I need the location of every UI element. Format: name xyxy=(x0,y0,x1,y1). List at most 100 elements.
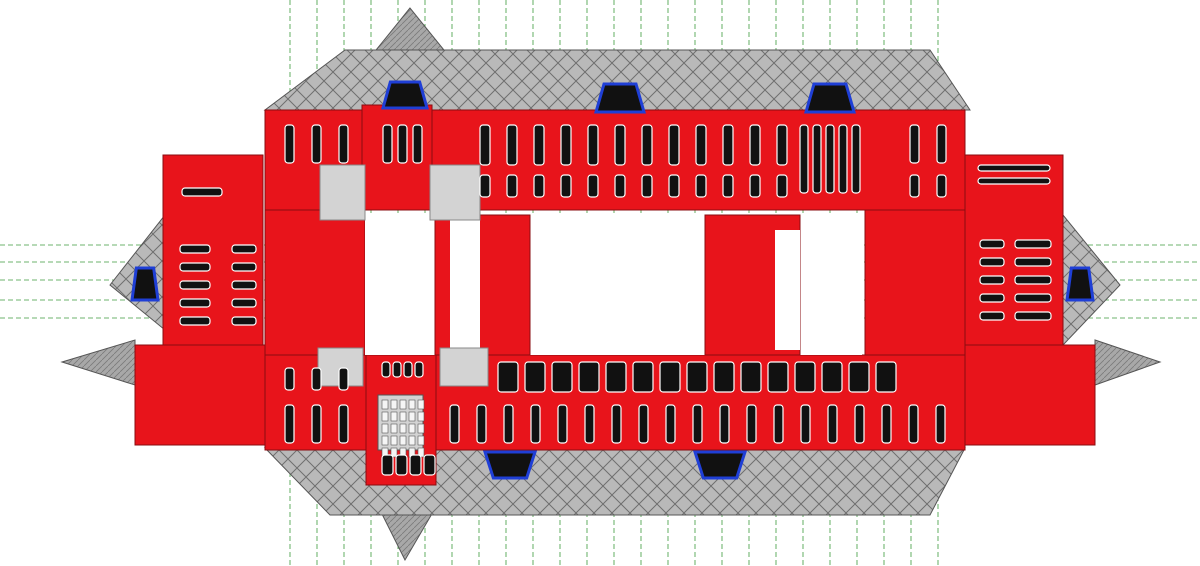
arched-window-icon xyxy=(231,316,257,326)
arched-window-icon xyxy=(392,361,402,378)
arched-window-icon xyxy=(825,124,835,194)
arched-window-icon xyxy=(875,361,897,393)
door-glazing xyxy=(417,411,425,422)
arched-window-icon xyxy=(605,361,627,393)
arched-window-icon xyxy=(479,124,491,166)
arched-window-icon xyxy=(395,454,408,476)
arched-window-icon xyxy=(614,174,626,198)
arched-window-icon xyxy=(587,124,599,166)
arched-window-icon xyxy=(284,367,295,391)
arched-window-icon xyxy=(338,124,349,164)
wing-right xyxy=(964,154,1064,356)
arched-window-icon xyxy=(668,124,680,166)
arched-window-icon xyxy=(397,124,408,164)
wing-left-lower xyxy=(134,344,266,446)
door-glazing xyxy=(390,423,398,434)
arched-window-icon xyxy=(231,244,257,254)
arched-window-icon xyxy=(776,174,788,198)
door-glazing xyxy=(390,447,398,458)
arched-window-icon xyxy=(338,367,349,391)
roof-top xyxy=(263,49,971,111)
panel-grey xyxy=(319,164,366,221)
arched-window-icon xyxy=(979,293,1005,303)
arched-window-icon xyxy=(746,404,757,444)
arched-window-icon xyxy=(506,174,518,198)
arched-window-icon xyxy=(614,124,626,166)
arched-window-icon xyxy=(851,124,861,194)
arched-window-icon xyxy=(533,124,545,166)
arched-window-icon xyxy=(414,361,424,378)
arched-window-icon xyxy=(935,404,946,444)
arched-window-icon xyxy=(908,404,919,444)
arched-window-icon xyxy=(821,361,843,393)
arched-window-icon xyxy=(578,361,600,393)
arched-window-icon xyxy=(794,361,816,393)
courtyard-gap-b xyxy=(775,230,800,350)
panel-grey xyxy=(439,347,489,387)
door-glazing xyxy=(399,435,407,446)
dormer-window-icon xyxy=(381,80,429,110)
arched-window-icon xyxy=(503,404,514,444)
door-glazing xyxy=(417,399,425,410)
arched-window-icon xyxy=(749,124,761,166)
arched-window-icon xyxy=(506,124,518,166)
wing-right-lower xyxy=(964,344,1096,446)
arched-window-icon xyxy=(382,124,393,164)
arched-window-icon xyxy=(423,454,436,476)
arched-window-icon xyxy=(638,404,649,444)
courtyard-2 xyxy=(530,215,705,355)
door-glazing xyxy=(408,411,416,422)
facade-left-column xyxy=(264,209,366,356)
arched-window-icon xyxy=(722,174,734,198)
arched-window-icon xyxy=(695,124,707,166)
door-glazing xyxy=(381,399,389,410)
arched-window-icon xyxy=(533,174,545,198)
arched-window-icon xyxy=(773,404,784,444)
arched-window-icon xyxy=(641,124,653,166)
arched-window-icon xyxy=(476,404,487,444)
arched-window-icon xyxy=(692,404,703,444)
arched-window-icon xyxy=(749,174,761,198)
arched-window-icon xyxy=(179,244,211,254)
arched-window-icon xyxy=(1014,311,1052,321)
arched-window-icon xyxy=(179,298,211,308)
panel-grey xyxy=(429,164,481,221)
arched-window-icon xyxy=(231,262,257,272)
arched-window-icon xyxy=(381,361,391,378)
door-glazing xyxy=(381,435,389,446)
arched-window-icon xyxy=(838,124,848,194)
courtyard-3 xyxy=(800,215,862,355)
arched-window-icon xyxy=(881,404,892,444)
arched-window-icon xyxy=(1014,293,1052,303)
dormer-window-icon xyxy=(1065,266,1095,302)
windows xyxy=(179,124,1052,476)
arched-window-icon xyxy=(231,298,257,308)
door-glazing xyxy=(399,423,407,434)
arched-window-icon xyxy=(713,361,735,393)
door-glazing xyxy=(399,411,407,422)
arched-window-icon xyxy=(524,361,546,393)
arched-window-icon xyxy=(338,404,349,444)
arched-window-icon xyxy=(767,361,789,393)
facade-right-column xyxy=(864,209,966,356)
arched-window-icon xyxy=(560,174,572,198)
arched-window-icon xyxy=(1014,275,1052,285)
dormer-window-icon xyxy=(482,450,538,480)
door-glazing xyxy=(381,411,389,422)
door-glazing xyxy=(417,423,425,434)
arched-window-icon xyxy=(181,187,223,197)
arched-window-icon xyxy=(936,124,947,164)
arched-window-icon xyxy=(740,361,762,393)
arched-window-icon xyxy=(551,361,573,393)
door-glazing xyxy=(417,435,425,446)
arched-window-icon xyxy=(812,124,822,194)
door-glazing xyxy=(408,423,416,434)
dormer-window-icon xyxy=(692,450,748,480)
dormer-window-icon xyxy=(804,82,856,114)
arched-window-icon xyxy=(977,177,1051,185)
arched-window-icon xyxy=(776,124,788,166)
arched-window-icon xyxy=(977,164,1051,172)
arched-window-icon xyxy=(799,124,809,194)
arched-window-icon xyxy=(587,174,599,198)
